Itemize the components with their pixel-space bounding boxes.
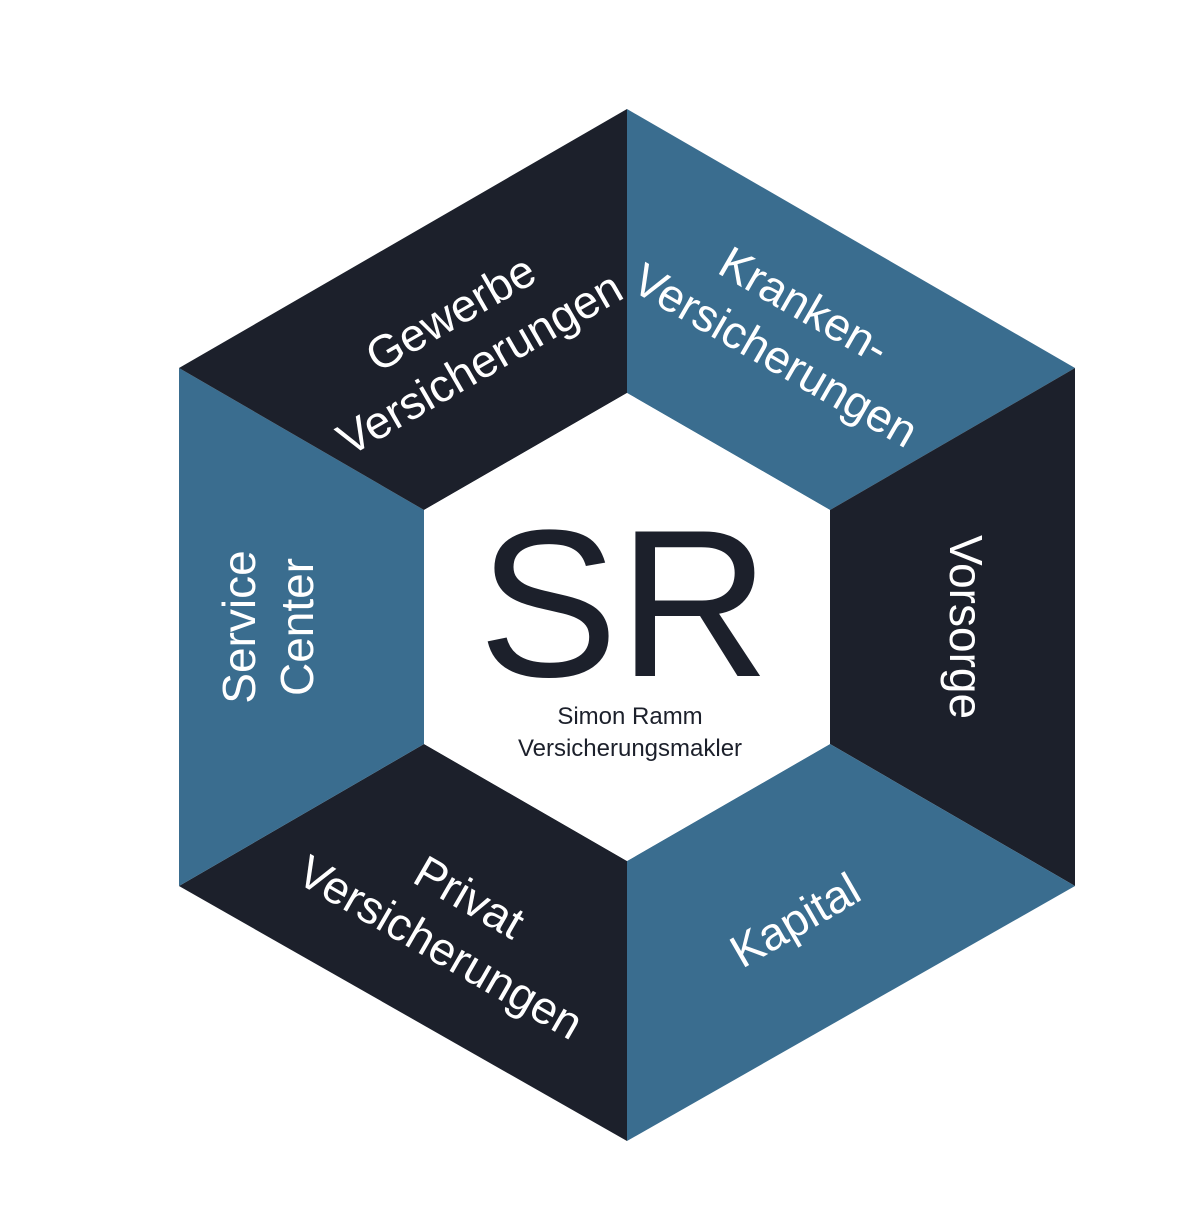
- logo: SR Simon Ramm Versicherungsmakler: [478, 486, 770, 762]
- segment-label-vorsorge: Vorsorge: [940, 535, 992, 719]
- segment-privat: [179, 368, 424, 886]
- logo-subtitle: Versicherungsmakler: [518, 735, 742, 762]
- segment-kranken: [830, 368, 1075, 886]
- logo-name: Simon Ramm: [557, 703, 702, 730]
- segment-kapital: [179, 744, 627, 1141]
- segment-label-line: Vorsorge: [940, 535, 992, 719]
- logo-initials: SR: [478, 486, 770, 721]
- segment-layer: [179, 109, 1075, 1141]
- segment-vorsorge: [627, 744, 1075, 1141]
- segment-label-line: Center: [271, 558, 323, 696]
- segment-label-line: Service: [213, 550, 265, 703]
- segment-gewerbe: [627, 109, 1075, 510]
- center-hexagon: [424, 393, 830, 861]
- segment-service: [179, 109, 627, 510]
